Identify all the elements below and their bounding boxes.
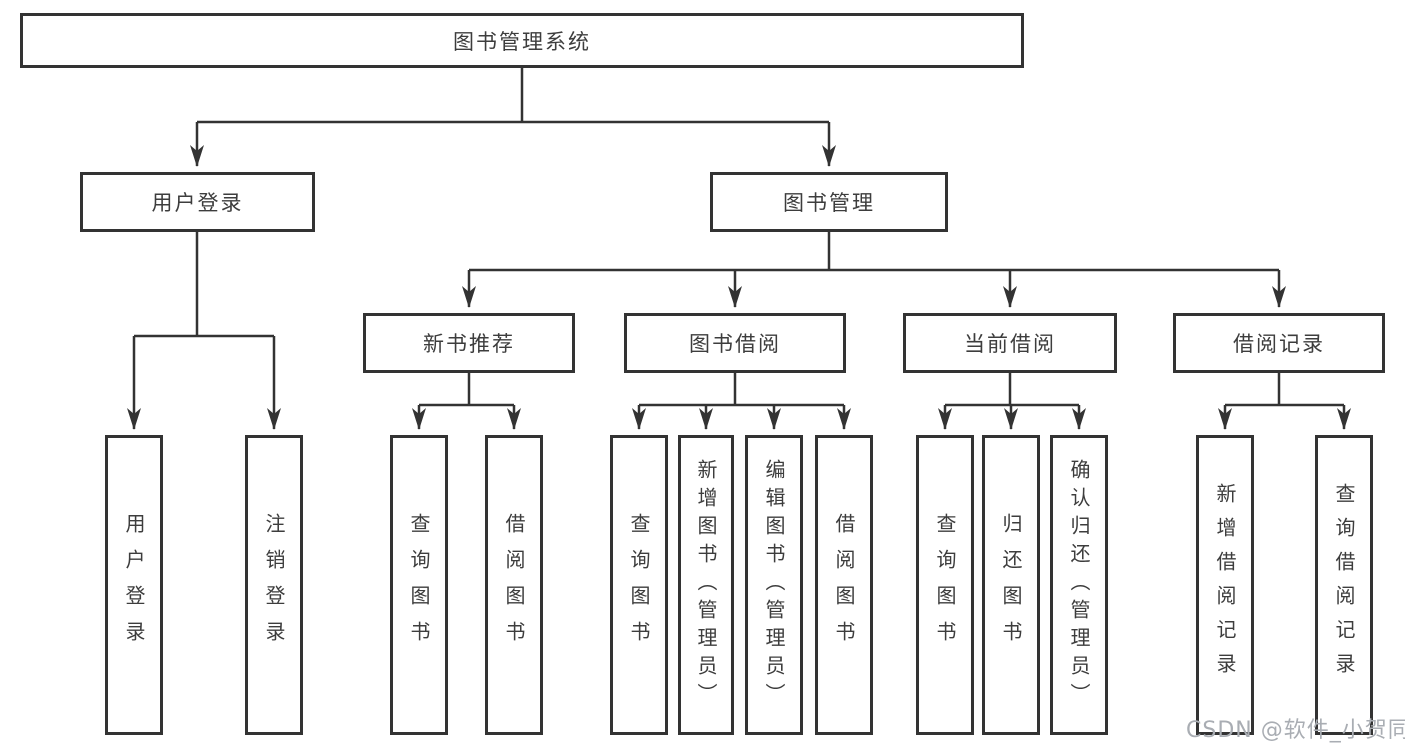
node-leaf-query-book-borrow: 查询图书: [610, 435, 668, 735]
node-leaf-query-book-current: 查询图书: [916, 435, 974, 735]
node-leaf-return-book: 归还图书: [982, 435, 1040, 735]
node-leaf-borrow-book-recommend: 借阅图书: [485, 435, 543, 735]
node-leaf-add-borrow-record: 新增借阅记录: [1196, 435, 1254, 735]
node-leaf-query-book-recommend: 查询图书: [390, 435, 448, 735]
node-leaf-logout: 注销登录: [245, 435, 303, 735]
node-module-book-borrow: 图书借阅: [624, 313, 846, 373]
node-module-new-book-recommend: 新书推荐: [363, 313, 575, 373]
node-leaf-query-borrow-record: 查询借阅记录: [1315, 435, 1373, 735]
node-root-system: 图书管理系统: [20, 13, 1024, 68]
node-module-current-borrow: 当前借阅: [903, 313, 1117, 373]
node-branch-book-management: 图书管理: [710, 172, 948, 232]
node-leaf-add-book-admin: 新增图书（管理员）: [678, 435, 734, 735]
node-leaf-edit-book-admin: 编辑图书（管理员）: [745, 435, 803, 735]
node-leaf-user-login: 用户登录: [105, 435, 163, 735]
node-leaf-borrow-book: 借阅图书: [815, 435, 873, 735]
csdn-watermark: CSDN @软件_小贺同学: [1186, 718, 1405, 743]
node-module-borrow-records: 借阅记录: [1173, 313, 1385, 373]
node-branch-user-login: 用户登录: [80, 172, 315, 232]
node-leaf-confirm-return-admin: 确认归还（管理员）: [1050, 435, 1108, 735]
